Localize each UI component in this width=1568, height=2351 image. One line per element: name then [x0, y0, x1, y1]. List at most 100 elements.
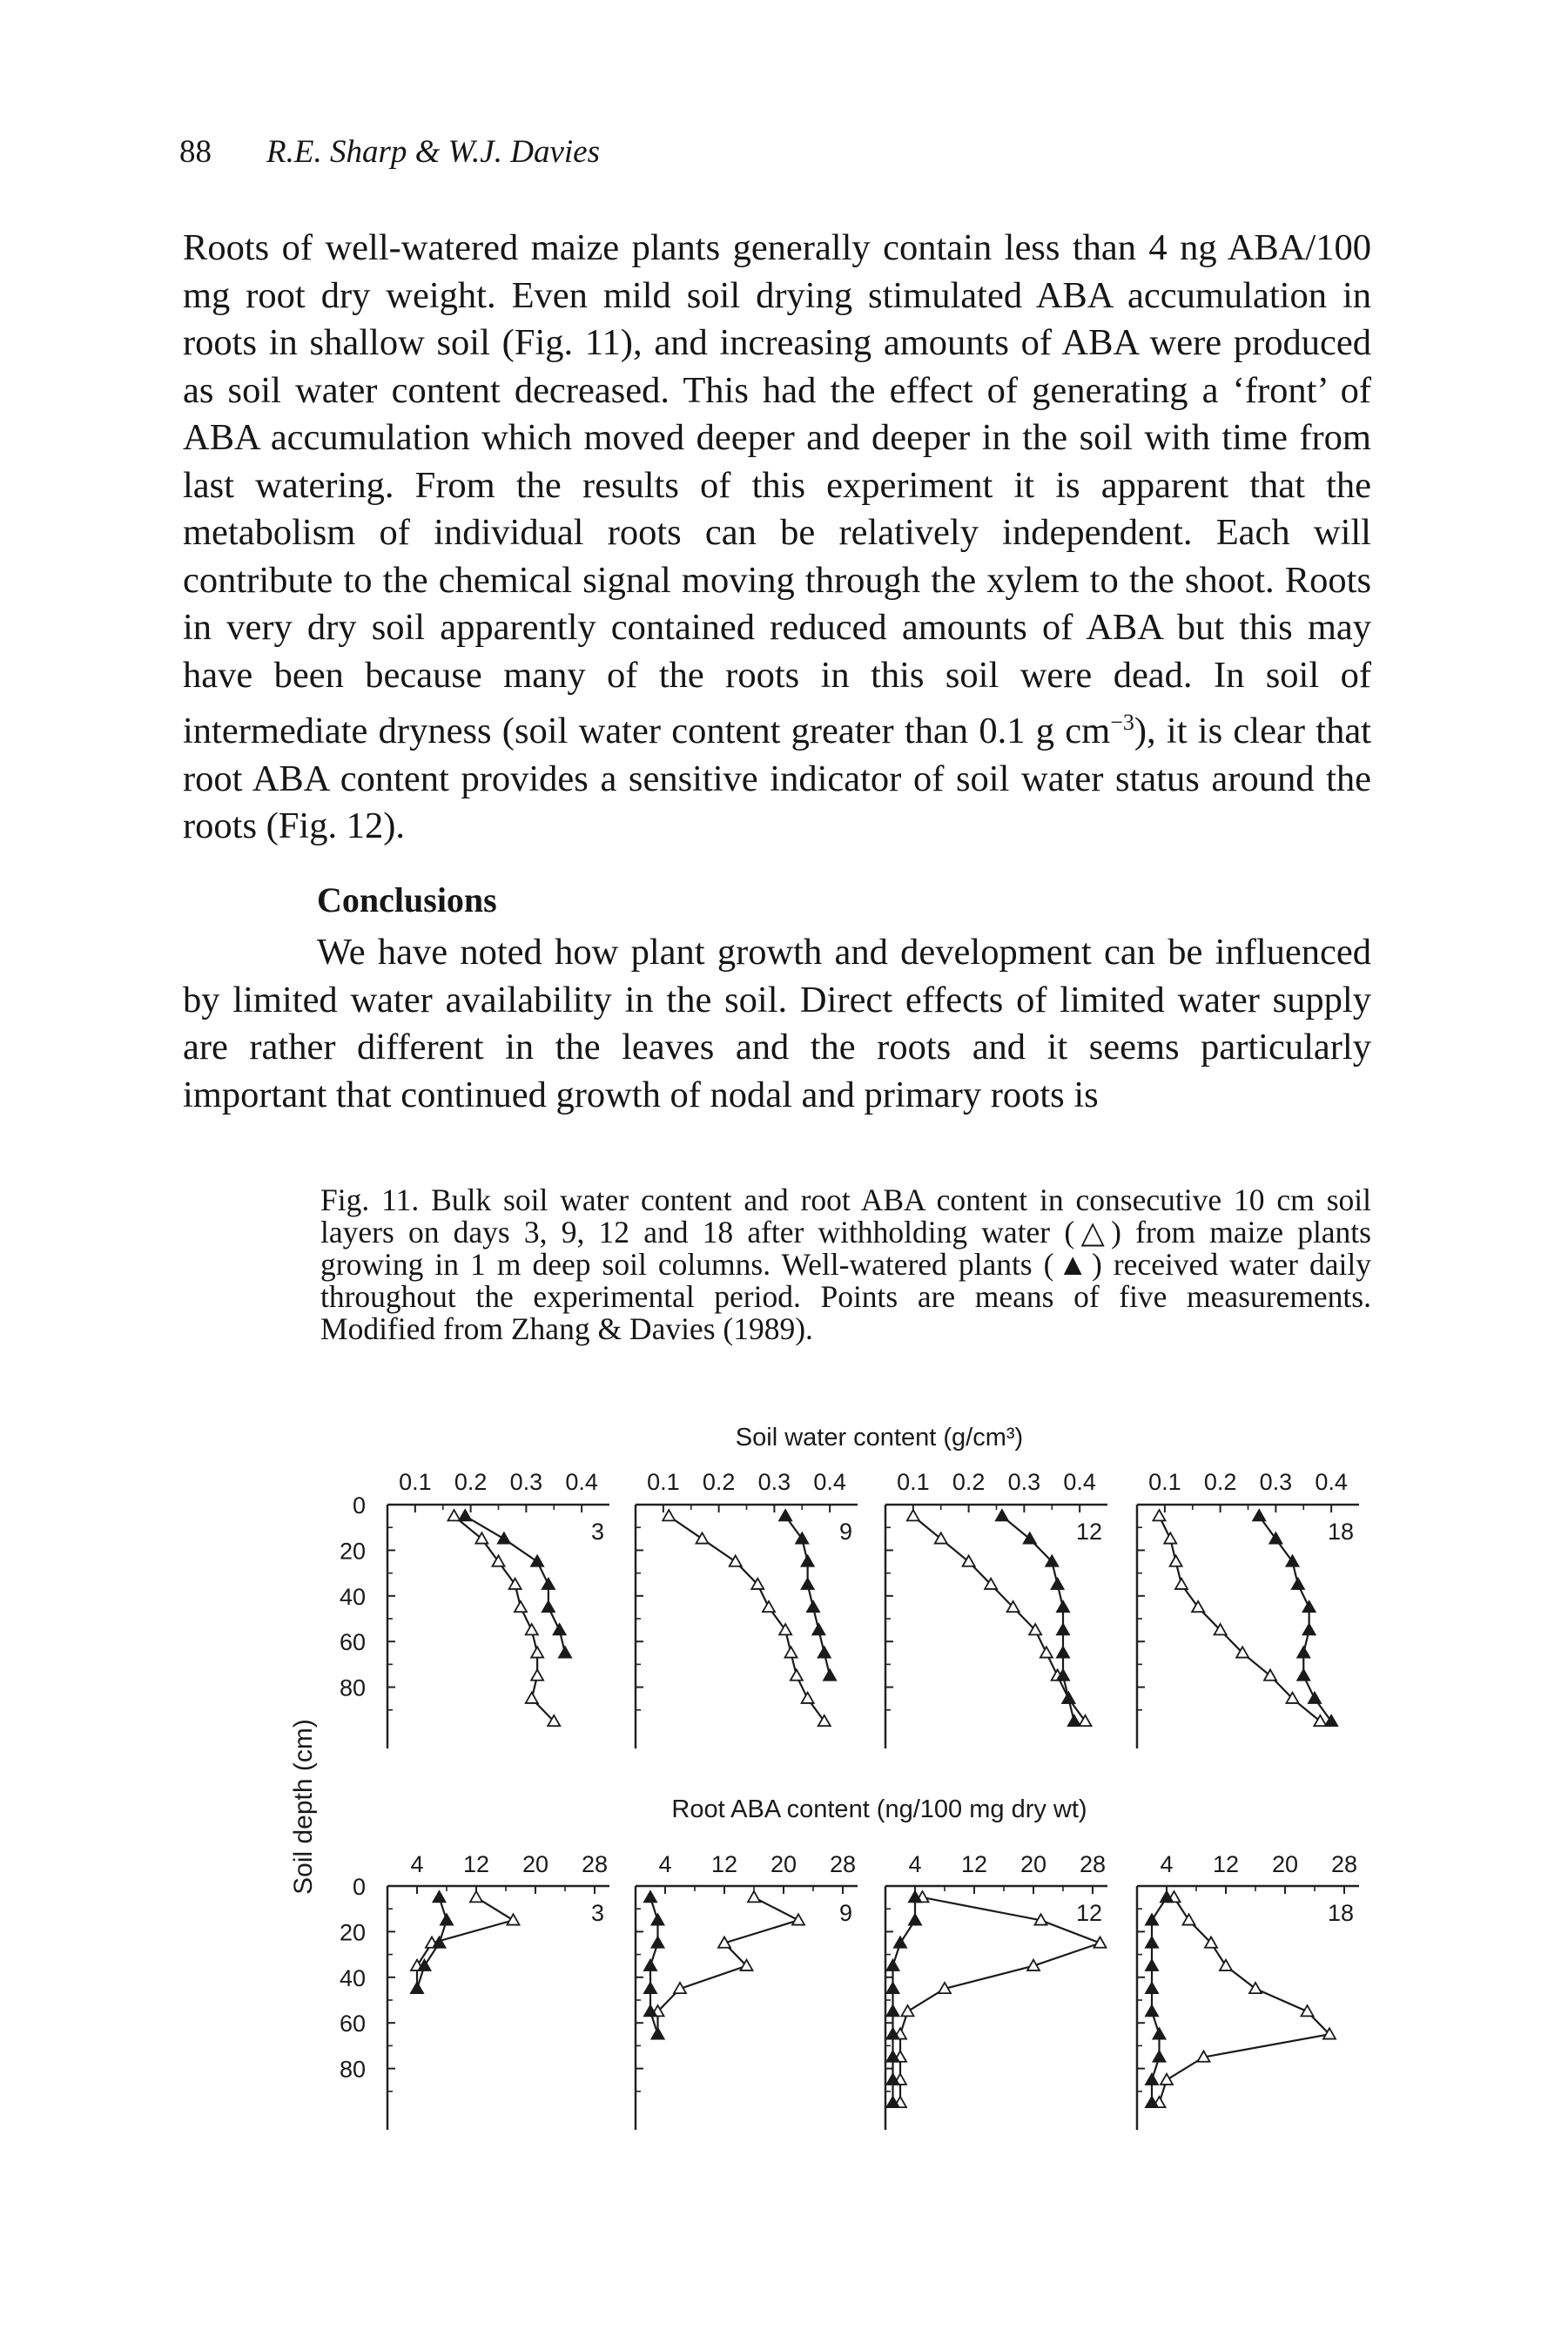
withheld-series-marker [1151, 1508, 1168, 1522]
withheld-series-marker [1248, 1981, 1263, 1995]
withheld-series-marker [1203, 1935, 1219, 1949]
withheld-series-line [656, 1896, 801, 2035]
withheld-series-marker [508, 1576, 523, 1590]
withheld-series-marker [513, 1600, 528, 1613]
watered-series-marker [1268, 1531, 1283, 1545]
withheld-series-marker [1213, 1622, 1228, 1636]
withheld-series-marker [672, 1981, 688, 1995]
x-tick-label: 0.1 [897, 1469, 930, 1495]
watered-series-marker [529, 1553, 545, 1567]
watered-series-marker [1295, 1645, 1311, 1659]
withheld-series-marker [468, 1890, 484, 1903]
day-label: 9 [839, 1900, 852, 1926]
x-tick-label: 0.4 [813, 1469, 846, 1495]
watered-series-marker [1251, 1508, 1267, 1522]
withheld-series-marker [961, 1553, 977, 1567]
x-tick-label: 4 [658, 1851, 671, 1877]
x-tick-label: 0.1 [647, 1469, 680, 1495]
watered-series-marker [1050, 1576, 1066, 1590]
withheld-series-marker [717, 1935, 732, 1949]
watered-series-marker [457, 1508, 473, 1522]
withheld-series-marker [1284, 1690, 1301, 1704]
withheld-series-marker [529, 1645, 545, 1659]
depth-tick-label: 60 [340, 2011, 366, 2037]
x-tick-label: 0.3 [1008, 1469, 1041, 1495]
x-tick-label: 12 [1213, 1851, 1239, 1877]
watered-series-marker [552, 1622, 568, 1636]
watered-series-line [1258, 1515, 1333, 1722]
watered-series-marker [643, 1890, 658, 1903]
x-tick-label: 0.2 [952, 1469, 986, 1495]
watered-series-marker [885, 1957, 901, 1971]
watered-series-marker [1323, 1714, 1339, 1728]
figure-caption: Fig. 11. Bulk soil water content and roo… [320, 1184, 1371, 1345]
withheld-series-line [1158, 1515, 1322, 1722]
watered-series-marker [496, 1531, 512, 1545]
depth-tick-label: 40 [340, 1584, 366, 1610]
x-tick-label: 20 [771, 1851, 797, 1877]
body-text-part-1: Roots of well-watered maize plants gener… [183, 227, 1371, 752]
depth-tick-label: 60 [340, 1629, 366, 1655]
section-heading: Conclusions [317, 880, 497, 920]
watered-series-line [892, 1897, 917, 2103]
watered-series-marker [541, 1600, 556, 1613]
watered-series-marker [1060, 1690, 1076, 1704]
x-tick-label: 4 [1160, 1851, 1173, 1877]
x-tick-label: 20 [1020, 1851, 1046, 1877]
withheld-series-marker [746, 1890, 762, 1903]
withheld-series-marker [728, 1553, 744, 1567]
watered-series-marker [885, 2071, 901, 2085]
caption-part-1: Fig. 11. Bulk soil water content and roo… [320, 1182, 1371, 1250]
body-paragraph: Roots of well-watered maize plants gener… [183, 225, 1371, 851]
day-label: 3 [591, 1900, 604, 1926]
watered-series-marker [439, 1912, 454, 1926]
y-axis-label: Soil depth (cm) [289, 1719, 318, 1895]
withheld-series-marker [1159, 2071, 1174, 2085]
conclusions-paragraph: We have noted how plant growth and devel… [183, 929, 1371, 1119]
withheld-series-marker [661, 1508, 676, 1522]
withheld-series-marker [1168, 1553, 1184, 1567]
day-label: 12 [1076, 1519, 1102, 1545]
watered-series-marker [885, 1981, 901, 1995]
watered-series-line [1001, 1515, 1075, 1722]
x-tick-label: 28 [1080, 1851, 1106, 1877]
depth-tick-label: 80 [340, 1675, 366, 1701]
withheld-series-marker [529, 1667, 545, 1681]
watered-series-marker [1144, 1912, 1160, 1926]
watered-series-marker [1284, 1553, 1301, 1567]
watered-series-marker [541, 1576, 556, 1590]
withheld-series-marker [1218, 1957, 1234, 1971]
withheld-series-marker [1312, 1714, 1328, 1728]
withheld-series-marker [1077, 1714, 1094, 1728]
watered-series-marker [649, 2026, 666, 2040]
watered-series-marker [907, 1912, 923, 1926]
watered-series-marker [1151, 2026, 1168, 2040]
withheld-series-line [912, 1515, 1087, 1722]
x-tick-label: 0.1 [399, 1469, 432, 1495]
watered-series-marker [1144, 2095, 1160, 2109]
watered-series-marker [1302, 1622, 1317, 1636]
x-tick-label: 0.1 [1148, 1469, 1181, 1495]
x-tick-label: 4 [908, 1851, 921, 1877]
watered-series-marker [431, 1935, 448, 1949]
watered-series-marker [649, 1935, 666, 1949]
withheld-series-marker [899, 2004, 916, 2018]
watered-series-marker [416, 1957, 433, 1971]
depth-tick-label: 20 [340, 1538, 366, 1564]
watered-series-marker [885, 2049, 901, 2063]
watered-series-marker [1055, 1622, 1071, 1636]
withheld-series-marker [933, 1531, 949, 1545]
depth-tick-label: 80 [340, 2057, 366, 2083]
withheld-series-marker [1262, 1667, 1278, 1681]
watered-series-marker [817, 1645, 832, 1659]
x-tick-label: 0.4 [1063, 1469, 1096, 1495]
body-text-part-2: ), it is clear that root ABA content pro… [183, 711, 1371, 847]
withheld-series-marker [750, 1576, 765, 1590]
withheld-series-line [668, 1515, 825, 1722]
watered-series-marker [1144, 1957, 1160, 1971]
watered-series-marker [885, 2004, 901, 2018]
withheld-series-marker [1006, 1600, 1021, 1613]
